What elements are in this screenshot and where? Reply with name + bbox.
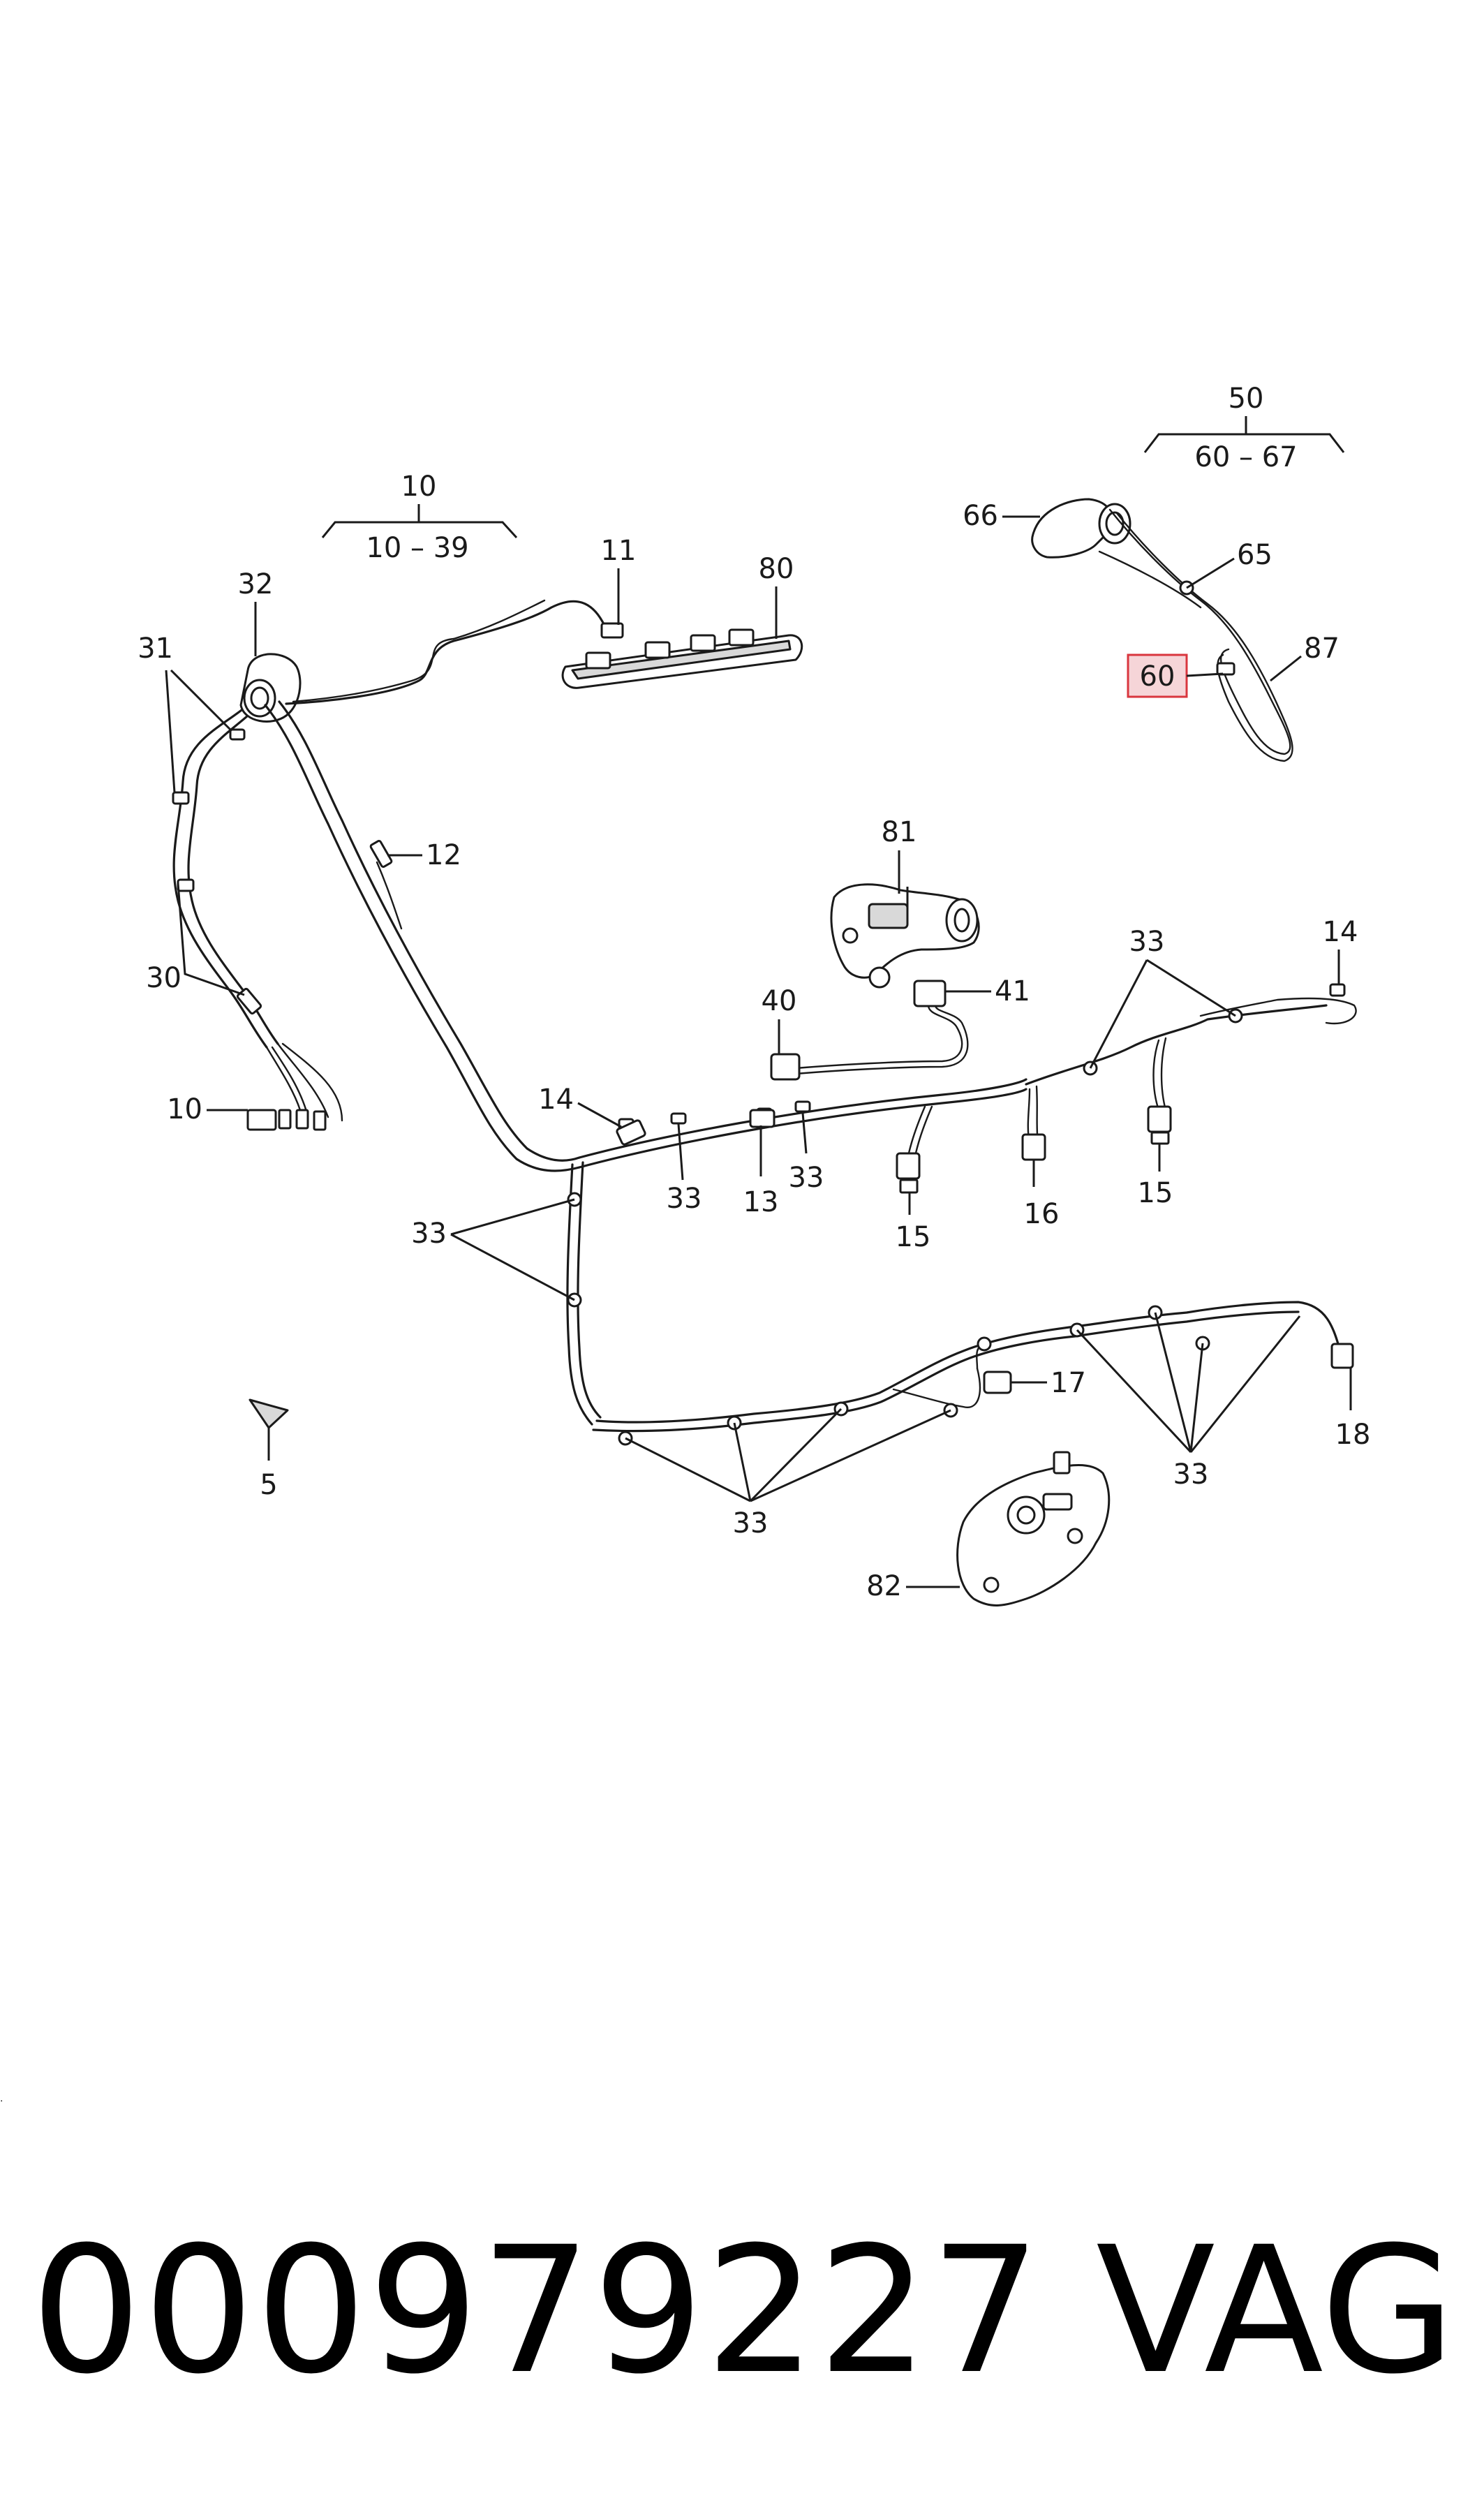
- svg-text:17: 17: [1051, 1367, 1086, 1399]
- callout-14-left: 14: [538, 1084, 622, 1128]
- svg-text:31: 31: [138, 633, 173, 665]
- svg-text:5: 5: [260, 1469, 277, 1501]
- callout-81: 81: [882, 816, 917, 894]
- svg-text:33: 33: [1173, 1458, 1209, 1491]
- svg-text:81: 81: [882, 816, 917, 848]
- callout-30: 30: [146, 882, 245, 996]
- callout-18: 18: [1335, 1368, 1371, 1451]
- rear-lock-82: [956, 1451, 1111, 1606]
- svg-text:15: 15: [896, 1221, 931, 1253]
- group-header-50: 50 60 – 67: [1143, 383, 1345, 473]
- group-header-10: 10 10 – 39: [321, 471, 518, 564]
- callout-60[interactable]: 60: [1127, 653, 1224, 698]
- left-harness-branch: [172, 704, 343, 1131]
- group-number-50: 50: [1229, 383, 1264, 415]
- callout-87: 87: [1270, 633, 1340, 682]
- callout-82: 82: [866, 1570, 960, 1602]
- svg-text:33: 33: [789, 1162, 824, 1194]
- callout-13: 13: [743, 1125, 779, 1218]
- trunk-branches: [896, 1037, 1172, 1194]
- svg-text:10: 10: [167, 1093, 202, 1125]
- part-code: 000979227: [31, 2209, 1043, 2412]
- callout-65: 65: [1186, 539, 1272, 589]
- svg-text:33: 33: [733, 1507, 769, 1539]
- brand-label: VAG: [1096, 2209, 1456, 2412]
- svg-text:16: 16: [1024, 1198, 1060, 1230]
- svg-text:33: 33: [1129, 926, 1165, 958]
- main-harness: [264, 599, 1357, 1433]
- callout-66: 66: [963, 500, 1040, 532]
- callout-10: 10: [167, 1093, 248, 1125]
- connector-40-41: [770, 980, 969, 1081]
- group-range-50: 60 – 67: [1194, 441, 1297, 473]
- brake-light-80: [561, 622, 803, 689]
- callout-33-trunk-b: 33: [789, 1112, 824, 1194]
- svg-text:87: 87: [1304, 633, 1340, 665]
- svg-text:30: 30: [146, 962, 181, 994]
- connector-13: [749, 1109, 776, 1128]
- group-range-10: 10 – 39: [366, 532, 468, 564]
- svg-text:33: 33: [667, 1183, 702, 1215]
- callout-31: 31: [138, 633, 232, 793]
- svg-text:14: 14: [538, 1084, 574, 1116]
- connector-17: [983, 1371, 1012, 1394]
- svg-text:32: 32: [238, 568, 274, 600]
- callout-40: 40: [762, 985, 797, 1054]
- callout-11: 11: [601, 535, 637, 625]
- callout-80: 80: [759, 553, 794, 639]
- svg-text:11: 11: [601, 535, 637, 567]
- callout-41: 41: [945, 975, 1030, 1007]
- connector-18: [1330, 1343, 1354, 1369]
- callout-16: 16: [1024, 1160, 1060, 1230]
- callout-33-upper-right: 33: [1089, 926, 1236, 1069]
- callout-33-trunk-a: 33: [667, 1123, 702, 1215]
- callout-17: 17: [1011, 1367, 1086, 1399]
- svg-text:82: 82: [866, 1570, 902, 1602]
- svg-text:12: 12: [426, 839, 461, 871]
- svg-text:15: 15: [1138, 1177, 1173, 1209]
- callout-12: 12: [387, 839, 461, 871]
- callout-14-right: 14: [1323, 916, 1358, 984]
- svg-text:60: 60: [1140, 660, 1175, 693]
- callout-15-b: 15: [1138, 1144, 1173, 1209]
- callout-5: 5: [248, 1398, 289, 1501]
- callout-15-a: 15: [896, 1192, 931, 1253]
- svg-text:41: 41: [995, 975, 1030, 1007]
- callout-32: 32: [238, 568, 274, 656]
- svg-text:65: 65: [1237, 539, 1272, 571]
- svg-text:66: 66: [963, 500, 998, 532]
- group-number-10: 10: [401, 471, 437, 503]
- svg-text:13: 13: [743, 1186, 779, 1218]
- harness-group-50: [1031, 498, 1293, 762]
- highlight-box-60[interactable]: [1127, 653, 1188, 698]
- svg-text:33: 33: [411, 1218, 447, 1250]
- wiper-motor-81: [830, 883, 980, 989]
- stray-mark: .: [0, 2093, 3, 2104]
- svg-text:18: 18: [1335, 1419, 1371, 1451]
- callout-33-bottom-right: 33: [1076, 1312, 1301, 1491]
- svg-text:40: 40: [762, 985, 797, 1017]
- svg-text:80: 80: [759, 553, 794, 585]
- connector-14-left: [616, 1119, 646, 1146]
- callout-33-bottom: 33: [625, 1408, 951, 1539]
- svg-text:14: 14: [1323, 916, 1358, 948]
- callout-33-left: 33: [411, 1198, 575, 1301]
